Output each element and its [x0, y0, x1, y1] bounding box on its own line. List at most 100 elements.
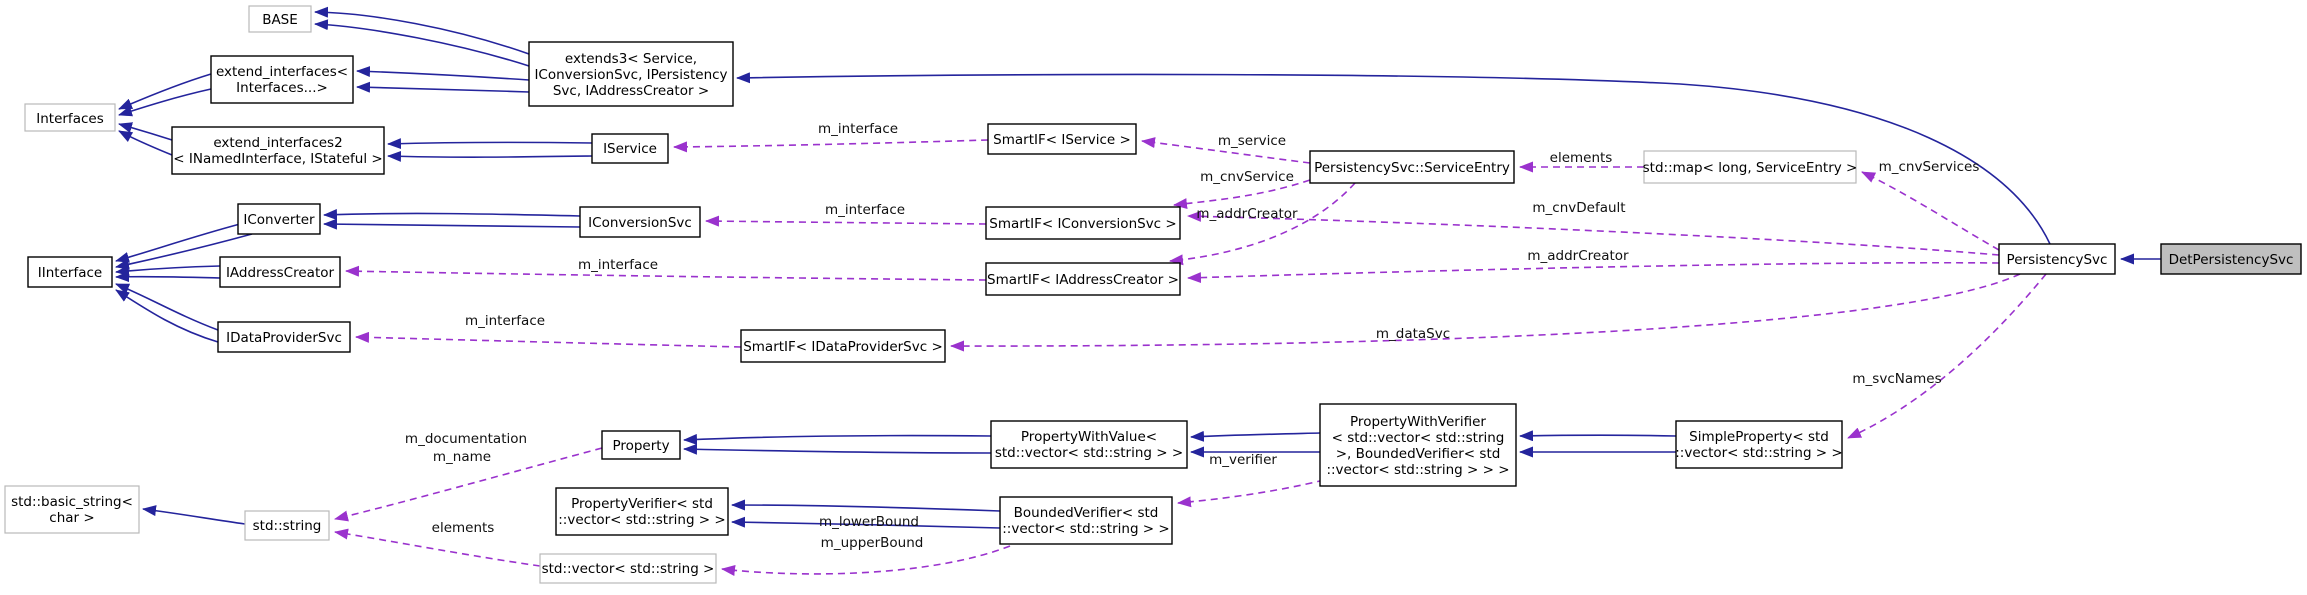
node-std-map-box: [1643, 150, 1857, 184]
node-std-basic-string-line1: std::basic_string<: [11, 494, 133, 510]
node-iinterface-label: IInterface: [38, 265, 102, 281]
label-elements-vector: elements: [432, 520, 495, 536]
node-propertywithverifier-box: [1319, 403, 1517, 487]
node-base-label: BASE: [262, 12, 298, 28]
node-std-basic-string-box: [4, 485, 140, 534]
node-boundedverifier-line1: BoundedVerifier< std: [1014, 505, 1159, 521]
node-iconversionsvc[interactable]: IConversionSvc: [579, 206, 701, 238]
node-detpersistencysvc[interactable]: DetPersistencySvc: [2160, 243, 2302, 275]
edge-m-verifier: [1177, 479, 1325, 508]
node-smartif-iconversionsvc-box: [985, 206, 1181, 240]
edge-boundedverifier-propertyverifier-1: [731, 499, 1001, 512]
node-smartif-iservice[interactable]: SmartIF< IService >: [987, 123, 1137, 155]
node-interfaces-box: [24, 103, 116, 132]
node-propertywithverifier-line1: PropertyWithVerifier: [1350, 414, 1486, 430]
node-smartif-idataprovidersvc[interactable]: SmartIF< IDataProviderSvc >: [740, 329, 946, 363]
node-property[interactable]: Property: [601, 430, 681, 460]
edge-iconversionsvc-iconverter-2: [323, 218, 581, 230]
node-idataprovidersvc[interactable]: IDataProviderSvc: [217, 321, 351, 353]
edge-m-cnvservices: [1861, 171, 2000, 251]
edge-elements-vector: [334, 528, 541, 567]
node-property-label: Property: [612, 438, 669, 454]
node-simpleproperty[interactable]: SimpleProperty< std ::vector< std::strin…: [1675, 420, 1843, 469]
label-elements-map: elements: [1550, 150, 1613, 166]
node-std-string[interactable]: std::string: [244, 510, 330, 541]
node-iconversionsvc-box: [579, 206, 701, 238]
node-simpleproperty-line1: SimpleProperty< std: [1689, 429, 1829, 445]
node-std-map-label: std::map< long, ServiceEntry >: [1643, 160, 1858, 176]
node-boundedverifier[interactable]: BoundedVerifier< std ::vector< std::stri…: [999, 496, 1173, 545]
node-extends3-line3: Svc, IAddressCreator >: [553, 83, 709, 99]
node-base[interactable]: BASE: [248, 5, 312, 33]
label-m-cnvdefault: m_cnvDefault: [1532, 200, 1625, 216]
node-iconverter[interactable]: IConverter: [237, 203, 321, 235]
edge-stdstring-basicstring: [142, 505, 246, 525]
node-persistencysvc-serviceentry[interactable]: PersistencySvc::ServiceEntry: [1309, 150, 1515, 184]
label-m-name: m_name: [433, 449, 491, 465]
node-smartif-iconversionsvc[interactable]: SmartIF< IConversionSvc >: [985, 206, 1181, 240]
node-extends3-line1: extends3< Service,: [565, 51, 697, 67]
label-m-datasvc: m_dataSvc: [1376, 326, 1450, 342]
node-boundedverifier-box: [999, 496, 1173, 545]
node-smartif-iaddresscreator-box: [985, 262, 1181, 296]
node-iaddresscreator-label: IAddressCreator: [226, 265, 335, 281]
node-std-basic-string-line2: char >: [49, 510, 94, 526]
node-propertywithverifier[interactable]: PropertyWithVerifier < std::vector< std:…: [1319, 403, 1517, 487]
node-smartif-iaddresscreator-label: SmartIF< IAddressCreator >: [987, 272, 1179, 288]
node-smartif-idataprovidersvc-label: SmartIF< IDataProviderSvc >: [743, 339, 943, 355]
node-extend-interfaces2-box: [171, 126, 385, 175]
edge-idataprovidersvc-iinterface-1: [115, 283, 219, 331]
edge-iconversionsvc-iconverter-1: [323, 209, 581, 221]
edge-iservice-extendinterfaces2-2: [387, 150, 593, 162]
node-propertywithverifier-line2: < std::vector< std::string: [1332, 430, 1505, 446]
edge-extendinterfaces2-interfaces-2: [118, 130, 173, 156]
node-interfaces-label: Interfaces: [36, 111, 103, 127]
node-smartif-iconversionsvc-label: SmartIF< IConversionSvc >: [989, 216, 1176, 232]
label-m-addrcreator-psvc: m_addrCreator: [1527, 248, 1629, 264]
node-interfaces[interactable]: Interfaces: [24, 103, 116, 132]
label-m-cnvservice: m_cnvService: [1200, 169, 1294, 185]
node-persistencysvc-label: PersistencySvc: [2007, 252, 2108, 268]
label-m-service: m_service: [1218, 133, 1286, 149]
edge-iaddresscreator-iinterface-2: [115, 271, 221, 283]
node-std-map[interactable]: std::map< long, ServiceEntry >: [1643, 150, 1858, 184]
node-persistencysvc-serviceentry-label: PersistencySvc::ServiceEntry: [1314, 160, 1510, 176]
node-propertyverifier[interactable]: PropertyVerifier< std ::vector< std::str…: [555, 487, 729, 536]
node-propertywithvalue-box: [990, 420, 1188, 469]
node-iinterface[interactable]: IInterface: [27, 256, 113, 288]
node-propertywithverifier-line4: ::vector< std::string > > >: [1326, 462, 1509, 478]
node-std-basic-string[interactable]: std::basic_string< char >: [4, 485, 140, 534]
node-std-vector[interactable]: std::vector< std::string >: [539, 553, 717, 584]
edge-extendinterfaces2-interfaces-1: [118, 122, 173, 141]
node-smartif-iservice-box: [987, 123, 1137, 155]
edge-extendinterfaces-interfaces-2: [118, 88, 212, 117]
node-simpleproperty-line2: ::vector< std::string > >: [1675, 445, 1842, 461]
edge-m-interface-iconversionsvc: [705, 215, 987, 227]
edge-persistencysvc-extends3: [736, 72, 2051, 245]
edge-iaddresscreator-iinterface-1: [115, 265, 221, 277]
edge-m-service: [1141, 137, 1311, 164]
edge-extends3-base-2: [314, 19, 530, 67]
node-extend-interfaces2[interactable]: extend_interfaces2 < INamedInterface, IS…: [171, 126, 385, 175]
label-m-addrcreator-entry: m_addrCreator: [1196, 206, 1298, 222]
node-smartif-iaddresscreator[interactable]: SmartIF< IAddressCreator >: [985, 262, 1181, 296]
edge-m-datasvc: [950, 273, 2021, 352]
node-iaddresscreator[interactable]: IAddressCreator: [219, 256, 341, 288]
node-persistencysvc[interactable]: PersistencySvc: [1998, 243, 2116, 275]
label-m-documentation: m_documentation: [405, 431, 527, 447]
label-m-cnvservices: m_cnvServices: [1879, 159, 1980, 175]
node-propertywithvalue[interactable]: PropertyWithValue< std::vector< std::str…: [990, 420, 1188, 469]
node-extends3[interactable]: extends3< Service, IConversionSvc, IPers…: [528, 41, 734, 107]
node-iservice[interactable]: IService: [591, 133, 669, 164]
node-smartif-iservice-label: SmartIF< IService >: [993, 132, 1131, 148]
node-extends3-line2: IConversionSvc, IPersistency: [534, 67, 727, 83]
node-extend-interfaces-line2: Interfaces...>: [236, 80, 328, 96]
node-idataprovidersvc-box: [217, 321, 351, 353]
edge-iservice-extendinterfaces2-1: [387, 138, 593, 150]
node-extend-interfaces-line1: extend_interfaces<: [216, 64, 348, 80]
node-propertywithverifier-line3: >, BoundedVerifier< std: [1336, 446, 1501, 462]
node-iinterface-box: [27, 256, 113, 288]
node-extend-interfaces[interactable]: extend_interfaces< Interfaces...>: [210, 55, 354, 104]
